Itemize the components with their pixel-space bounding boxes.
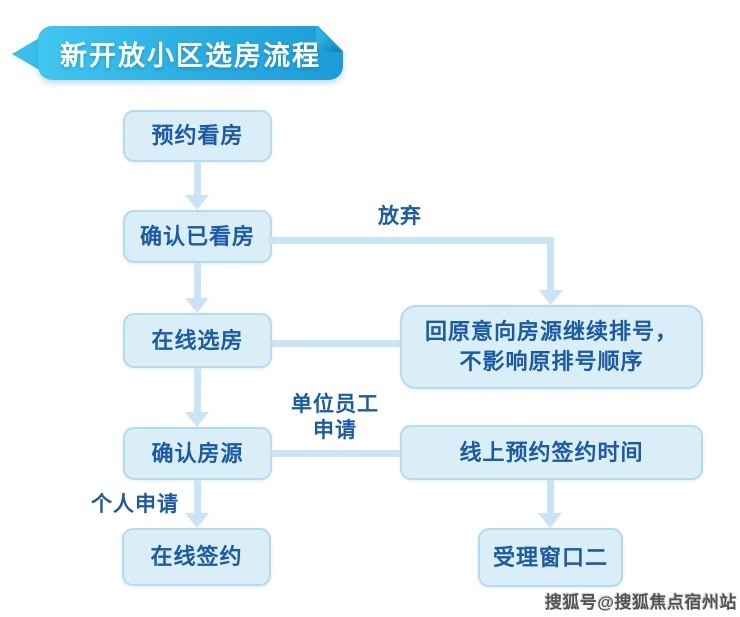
node-requeue-line1: 回原意向房源继续排号， — [424, 319, 678, 345]
edge-label-abandon: 放弃 — [378, 205, 422, 228]
ribbon-body — [38, 24, 345, 80]
node-online-select-label: 在线选房 — [151, 327, 244, 353]
node-online-select: 在线选房 — [123, 313, 272, 368]
header-ribbon: 新开放小区选房流程 — [12, 24, 345, 82]
edge-label-employee-line2: 申请 — [313, 419, 357, 443]
node-online-sign: 在线签约 — [122, 528, 271, 586]
node-confirm-viewed-label: 确认已看房 — [139, 223, 255, 249]
node-accept-window-label: 受理窗口二 — [492, 544, 608, 570]
arrow-reserve-to-window-head-icon — [538, 513, 562, 528]
arrow-confirm-to-select-head-icon — [185, 298, 209, 313]
node-reserve-sign-time: 线上预约签约时间 — [400, 425, 703, 480]
node-book-viewing: 预约看房 — [123, 110, 272, 162]
arrow-select-to-listing-line — [194, 368, 201, 412]
arrow-book-to-confirm-line — [194, 162, 201, 195]
edge-listing-to-reserve-line — [271, 450, 400, 457]
edge-label-employee-line1: 单位员工 — [291, 393, 379, 416]
arrow-select-to-listing-head-icon — [185, 412, 209, 427]
edge-abandon-hline — [268, 237, 554, 244]
edge-abandon-vline — [547, 237, 554, 290]
ribbon-left-arrow-icon — [12, 37, 41, 71]
arrow-book-to-confirm-head-icon — [185, 195, 209, 210]
watermark-text: 搜狐号@搜狐焦点宿州站 — [544, 593, 737, 612]
node-confirm-viewed: 确认已看房 — [123, 210, 272, 263]
node-requeue-line2: 不影响原排号顺序 — [459, 349, 644, 374]
node-requeue: 回原意向房源继续排号， 不影响原排号顺序 — [400, 305, 703, 389]
edge-label-personal: 个人申请 — [91, 493, 179, 516]
node-confirm-listing-label: 确认房源 — [151, 440, 244, 466]
arrow-listing-to-sign-head-icon — [185, 513, 209, 528]
arrow-confirm-to-select-line — [194, 263, 201, 298]
arrow-listing-to-sign-line — [194, 480, 201, 513]
arrow-reserve-to-window-line — [547, 480, 554, 513]
edge-label-employee: 单位员工 申请 — [285, 392, 385, 445]
node-online-sign-label: 在线签约 — [150, 544, 243, 570]
node-confirm-listing: 确认房源 — [123, 427, 272, 480]
edge-abandon-head-icon — [539, 290, 563, 305]
node-accept-window: 受理窗口二 — [478, 528, 623, 587]
node-book-viewing-label: 预约看房 — [151, 123, 244, 149]
page-title: 新开放小区选房流程 — [60, 40, 321, 71]
edge-select-to-requeue-line — [271, 340, 400, 347]
node-reserve-sign-time-label: 线上预约签约时间 — [459, 439, 644, 465]
